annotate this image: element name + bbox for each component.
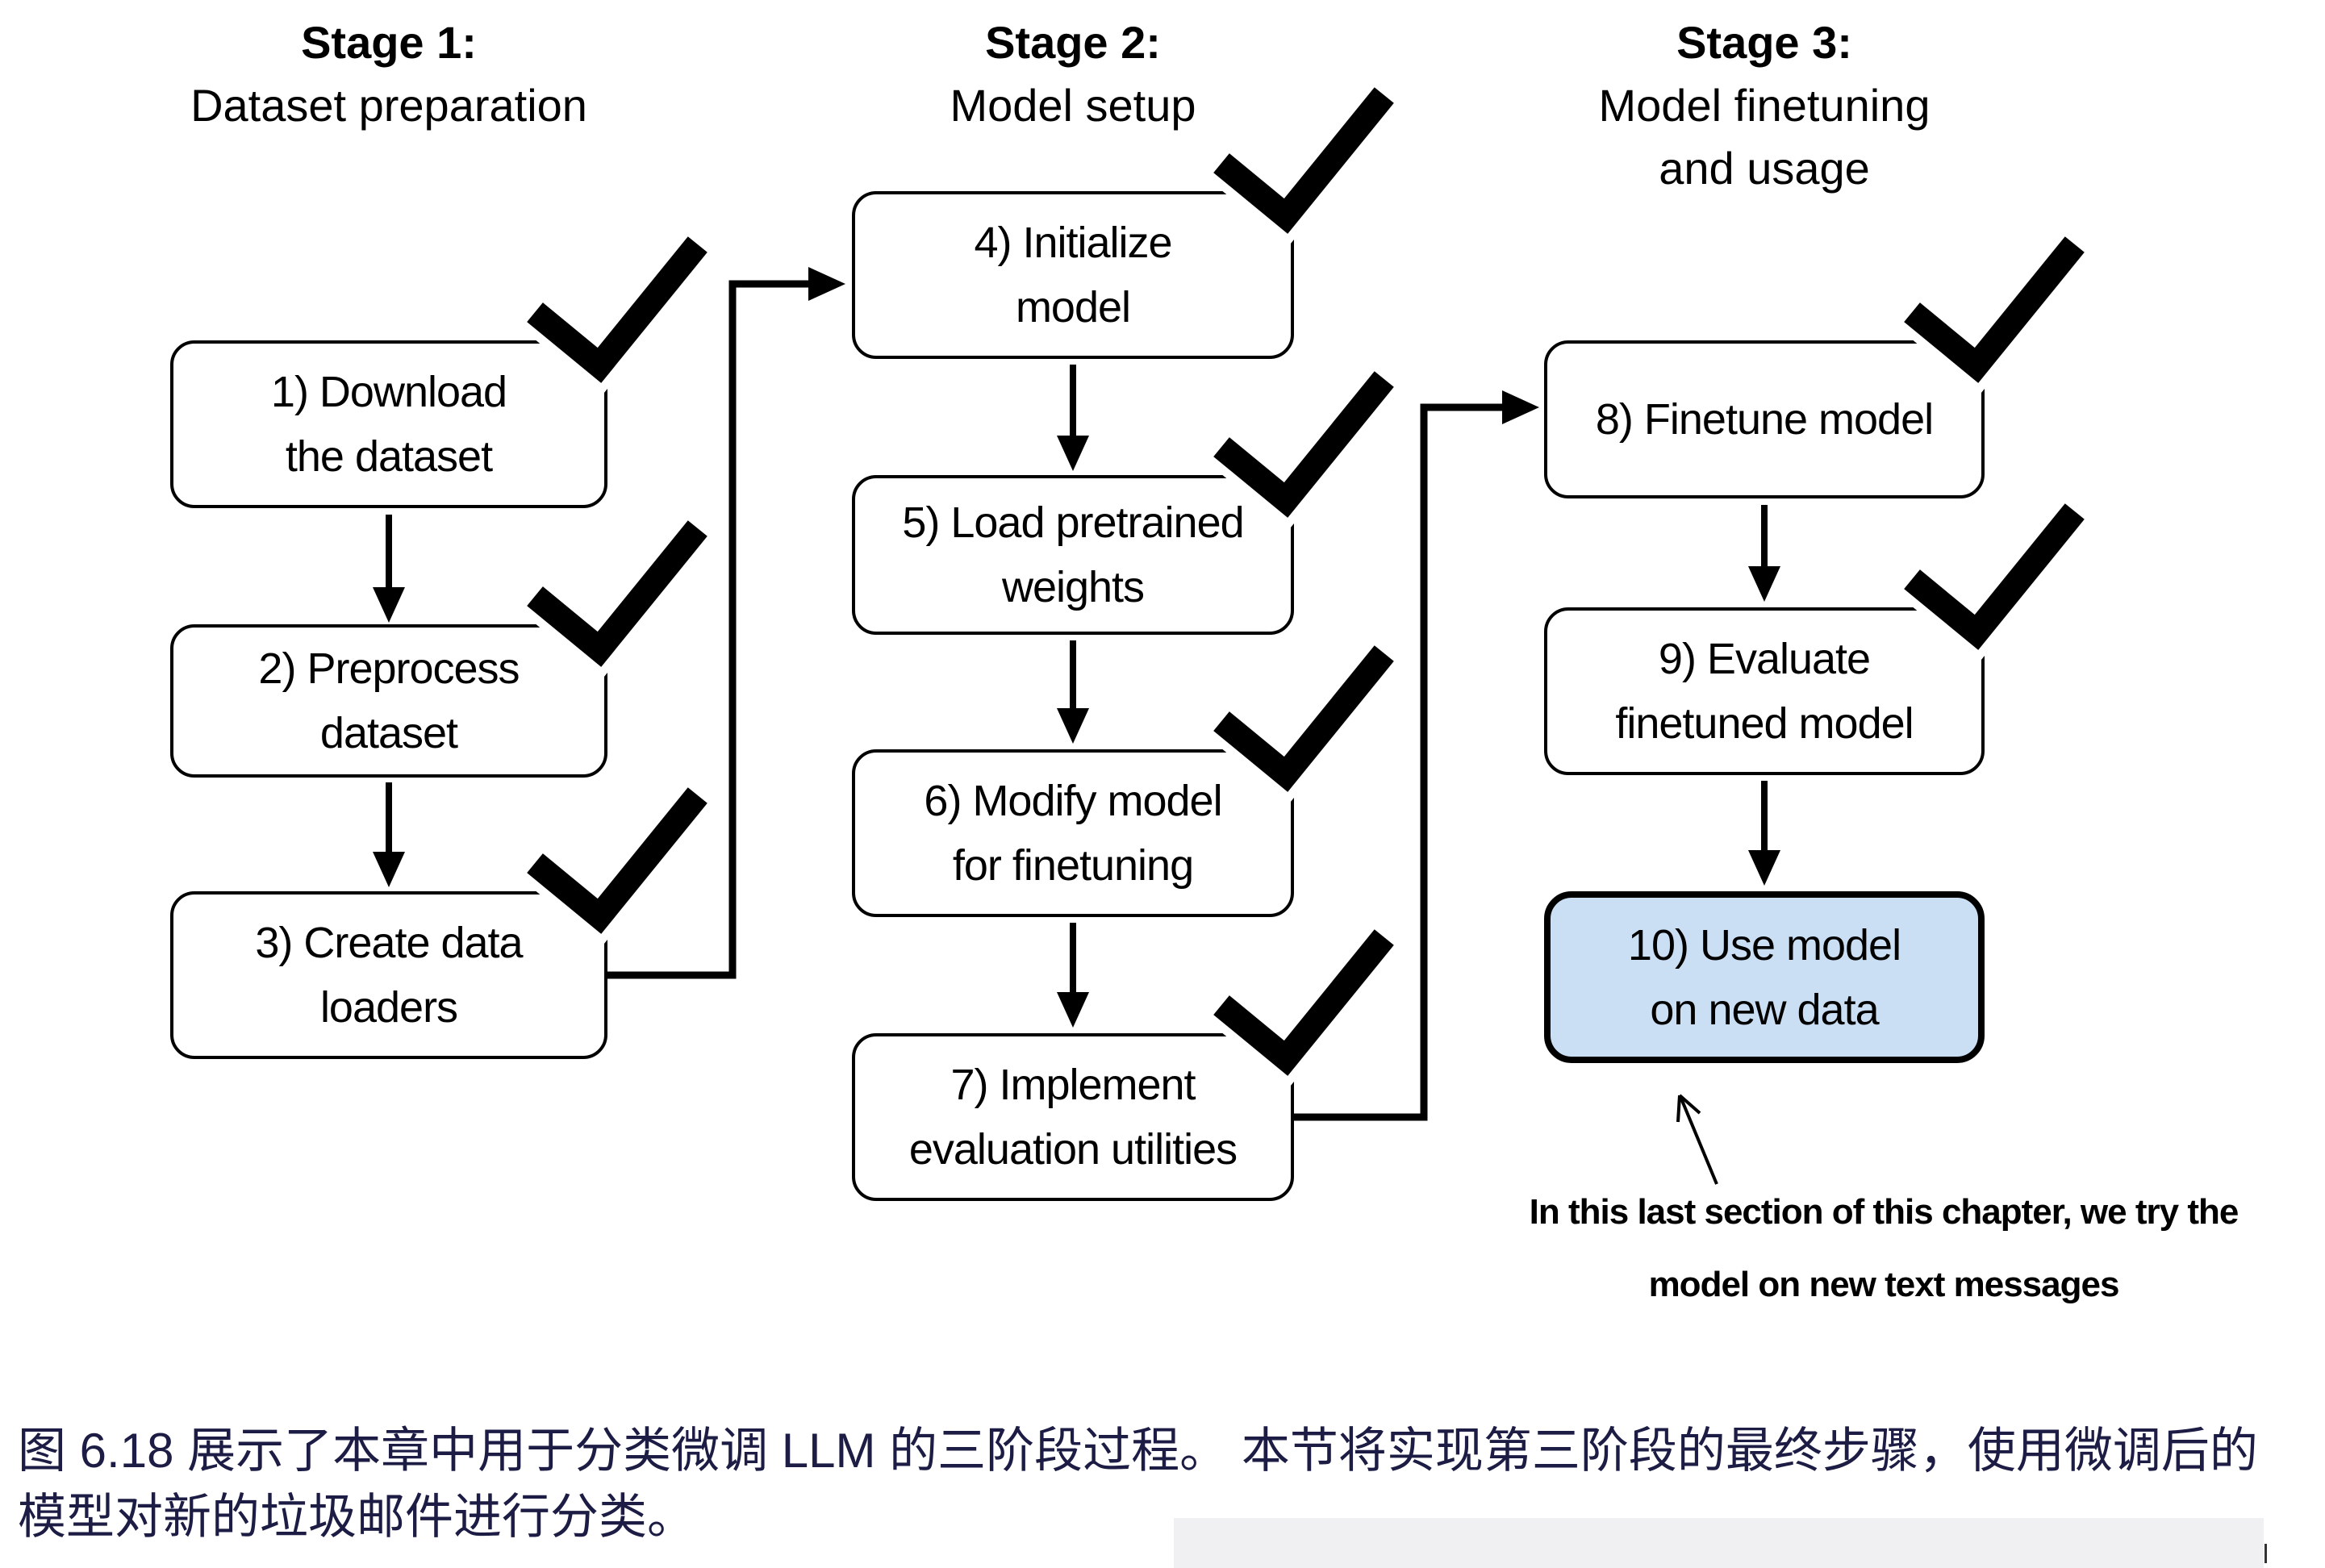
background-artifact-strip <box>1174 1518 2264 1568</box>
annotation-line-2: model on new text messages <box>1648 1265 2120 1304</box>
caption-line-2: 模型对新的垃圾邮件进行分类。 <box>18 1490 695 1544</box>
flow-box-finetune-model: 8) Finetune model <box>1544 340 1985 498</box>
box-3-line-2: loaders <box>319 983 458 1032</box>
arrow-down-icon <box>1748 505 1780 602</box>
box-7-line-1: 7) Implement <box>950 1061 1196 1109</box>
stage-3-subtitle: Model finetuning <box>1598 80 1931 131</box>
box-8-line-1: 8) Finetune model <box>1595 395 1934 444</box>
box-3-line-1: 3) Create data <box>255 919 523 967</box>
stage-3-subtitle-2: and usage <box>1659 143 1870 194</box>
flow-box-modify-model: 6) Modify model for finetuning <box>852 749 1294 917</box>
flow-box-preprocess-dataset: 2) Preprocess dataset <box>170 624 607 778</box>
arrow-down-icon <box>373 782 405 887</box>
connector-stage2-to-stage3 <box>1294 390 1539 1121</box>
box-10-line-2: on new data <box>1650 985 1879 1034</box>
box-1-line-2: the dataset <box>285 432 493 481</box>
flow-box-load-pretrained-weights: 5) Load pretrained weights <box>852 475 1294 635</box>
annotation-line-1: In this last section of this chapter, we… <box>1529 1192 2239 1232</box>
box-5-line-2: weights <box>1001 563 1145 611</box>
box-1-line-1: 1) Download <box>270 368 507 416</box>
box-6-line-1: 6) Modify model <box>924 777 1222 825</box>
flow-box-download-dataset: 1) Download the dataset <box>170 340 607 508</box>
box-9-line-1: 9) Evaluate <box>1658 635 1871 683</box>
arrow-right-icon <box>808 267 845 301</box>
arrow-down-icon <box>1748 781 1780 886</box>
arrow-down-icon <box>1057 923 1089 1028</box>
arrow-down-icon <box>373 515 405 623</box>
text-cursor <box>2264 1544 2267 1563</box>
flow-box-use-model-new-data: 10) Use model on new data <box>1544 891 1985 1063</box>
stage-2-header: Stage 2: Model setup <box>791 11 1355 137</box>
stage-2-subtitle: Model setup <box>950 80 1196 131</box>
flow-box-initialize-model: 4) Initialize model <box>852 191 1294 359</box>
stage-1-header: Stage 1: Dataset preparation <box>106 11 671 137</box>
box-6-line-2: for finetuning <box>952 841 1194 890</box>
box-7-line-2: evaluation utilities <box>908 1125 1238 1174</box>
box-10-line-1: 10) Use model <box>1627 920 1901 970</box>
flow-box-evaluate-finetuned-model: 9) Evaluate finetuned model <box>1544 607 1985 775</box>
stage-1-subtitle: Dataset preparation <box>190 80 587 131</box>
box-4-line-1: 4) Initialize <box>974 219 1172 267</box>
annotation-note: In this last section of this chapter, we… <box>1420 1176 2325 1321</box>
arrow-right-icon <box>1502 390 1539 424</box>
arrow-down-icon <box>1057 640 1089 744</box>
stage-2-title: Stage 2: <box>985 17 1161 68</box>
arrow-up-icon <box>1676 1094 1718 1185</box>
stage-3-title: Stage 3: <box>1676 17 1852 68</box>
box-4-line-2: model <box>1015 283 1131 332</box>
caption-line-1: 图 6.18 展示了本章中用于分类微调 LLM 的三阶段过程。 本节将实现第三阶… <box>18 1424 2258 1478</box>
box-9-line-2: finetuned model <box>1615 699 1914 748</box>
flow-box-create-data-loaders: 3) Create data loaders <box>170 891 607 1059</box>
stage-3-header: Stage 3: Model finetuning and usage <box>1482 11 2047 200</box>
stage-1-title: Stage 1: <box>301 17 477 68</box>
box-2-line-2: dataset <box>319 709 458 757</box>
connector-stage1-to-stage2 <box>607 267 845 979</box>
figure-caption: 图 6.18 展示了本章中用于分类微调 LLM 的三阶段过程。 本节将实现第三阶… <box>18 1418 2315 1550</box>
arrow-down-icon <box>1057 365 1089 471</box>
flow-box-implement-evaluation: 7) Implement evaluation utilities <box>852 1033 1294 1201</box>
box-2-line-1: 2) Preprocess <box>258 644 520 693</box>
box-5-line-1: 5) Load pretrained <box>902 498 1244 547</box>
